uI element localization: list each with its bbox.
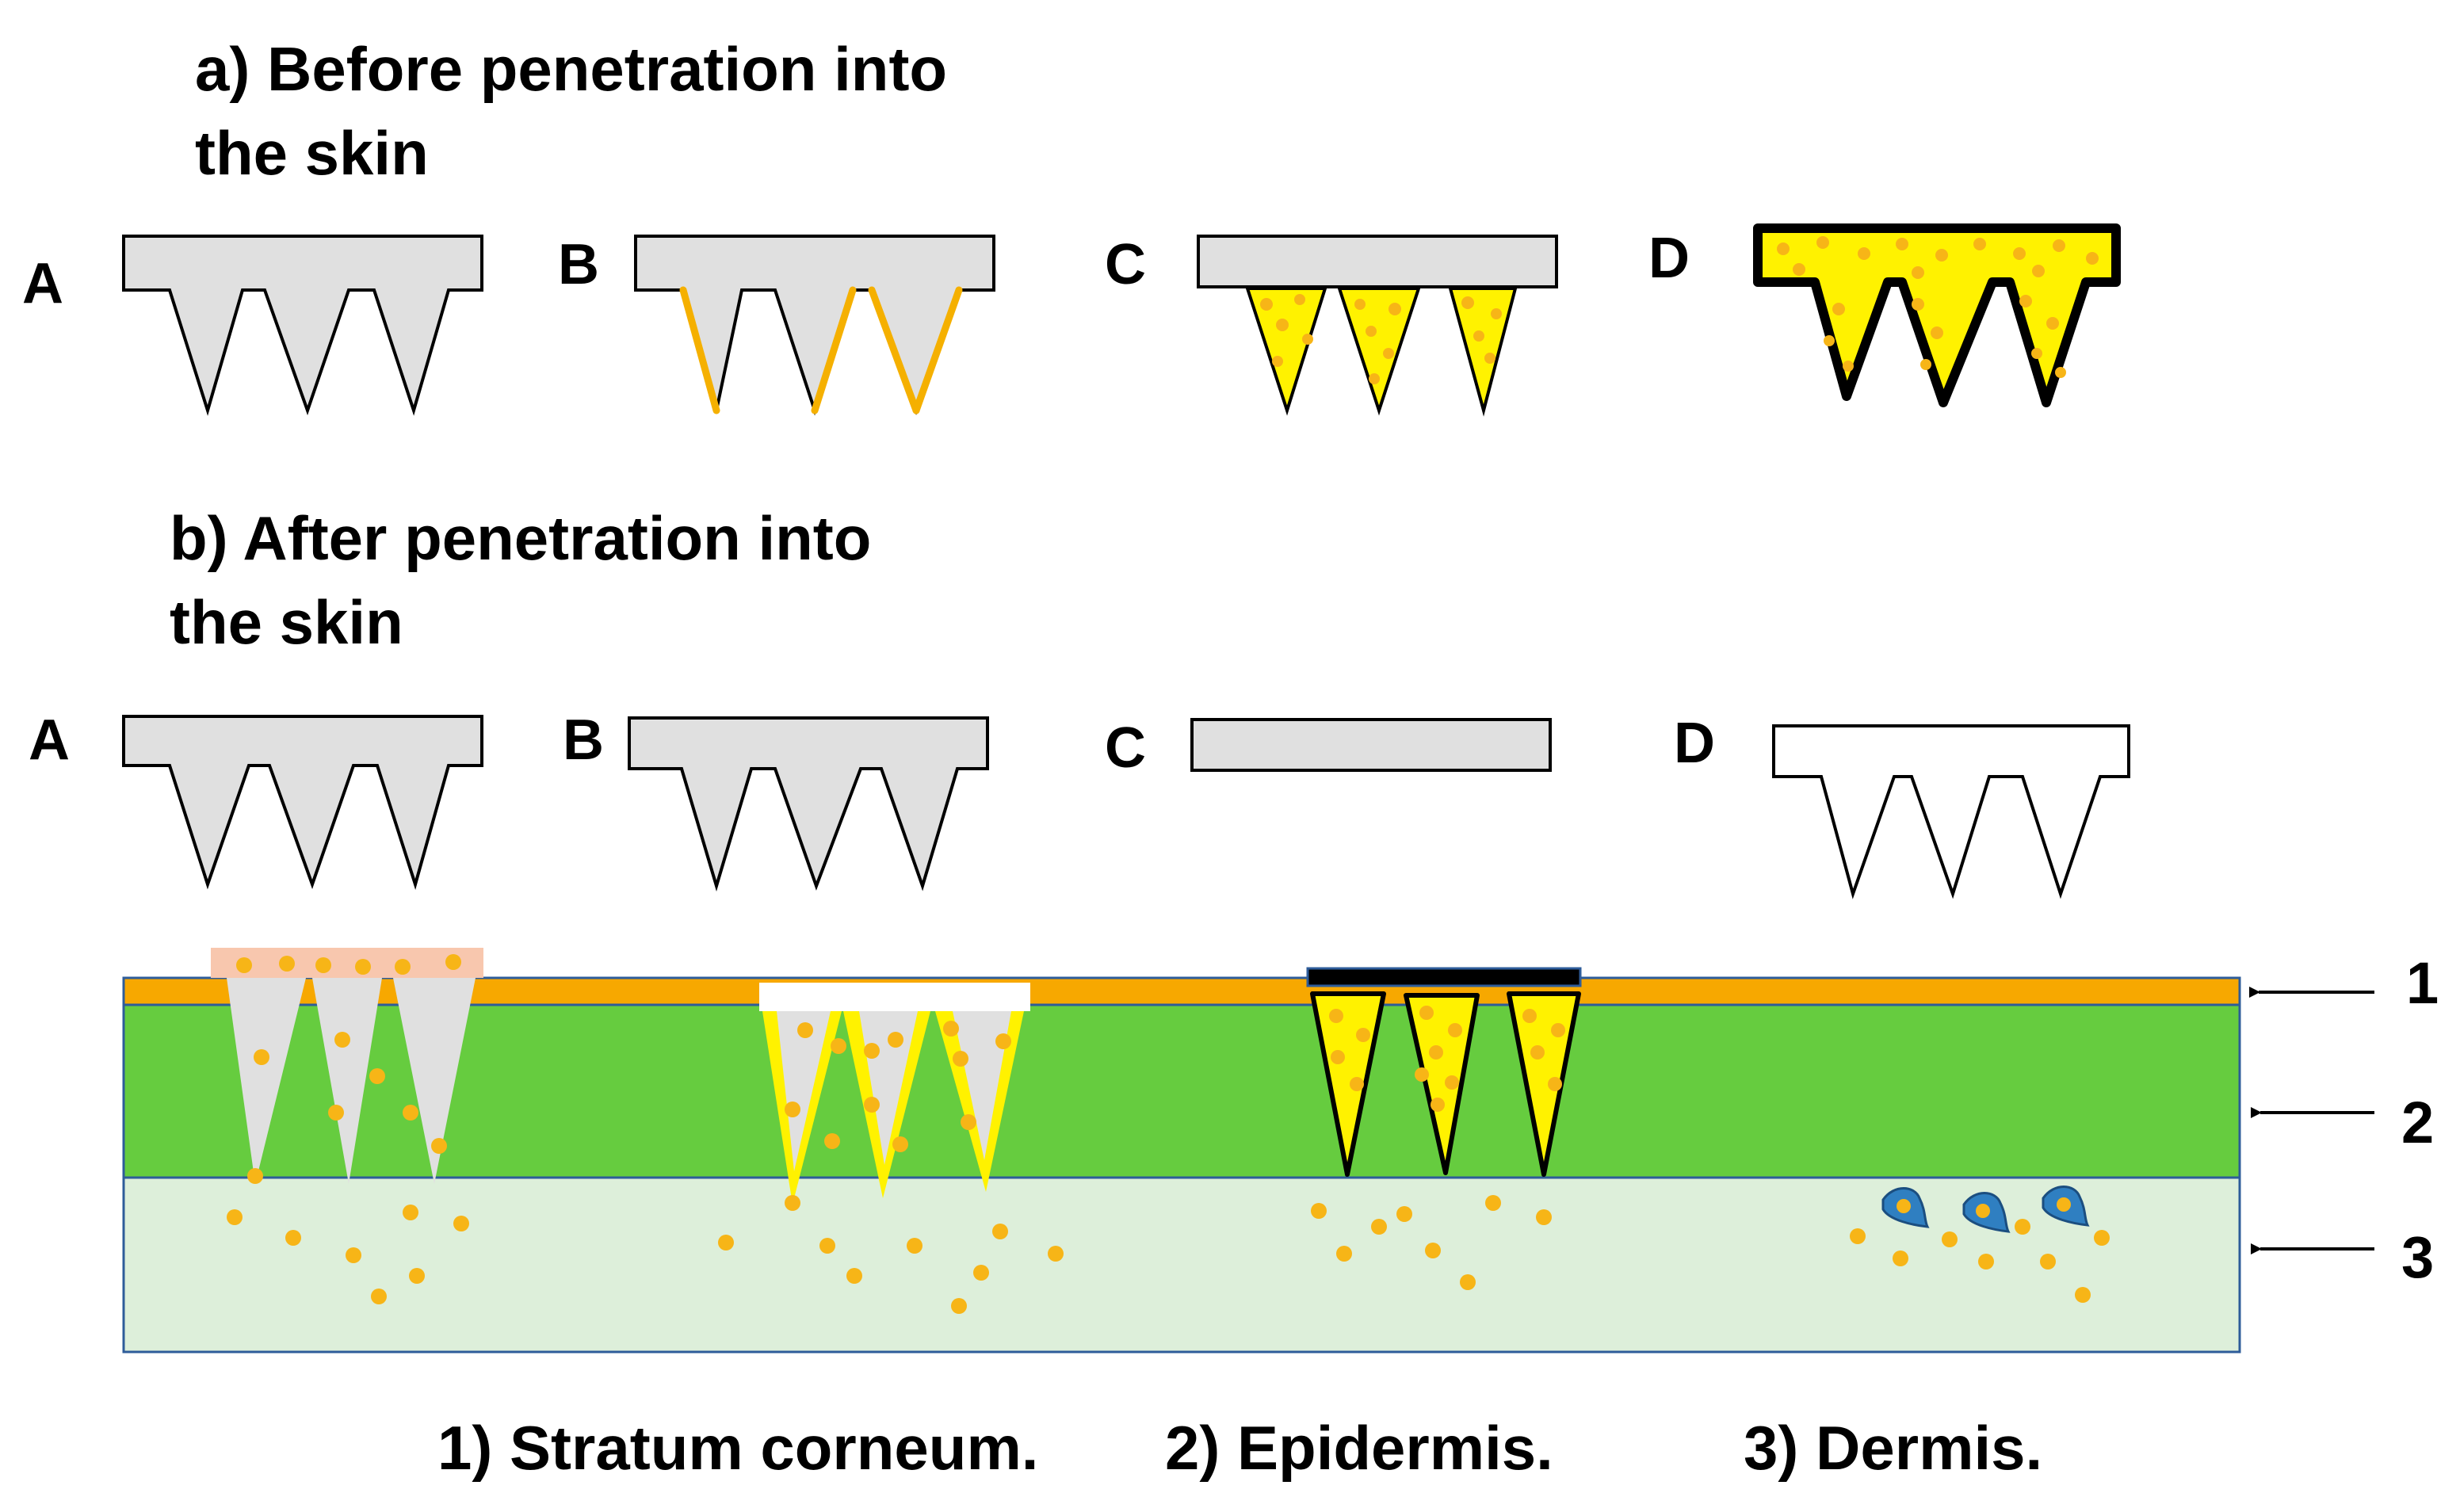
label-bottom-b: B	[563, 708, 604, 772]
title-before-penetration: a) Before penetration into the skin	[195, 34, 948, 188]
label-top-c: C	[1105, 233, 1146, 296]
bottom-a-solid-microneedle	[122, 715, 483, 890]
label-bottom-d: D	[1674, 712, 1715, 775]
layer-number-1: 1	[2406, 950, 2439, 1016]
layer-arrows	[2249, 987, 2374, 1254]
bottom-c-dissolved-patch	[1190, 718, 1552, 772]
caption-stratum-corneum: 1) Stratum corneum.	[437, 1413, 1039, 1483]
layer-number-2: 2	[2401, 1090, 2435, 1155]
skin-d-antigen-uptake	[1850, 1186, 2110, 1303]
label-bottom-a: A	[29, 708, 70, 772]
top-c-dissolving-microneedle	[1197, 235, 1558, 417]
label-top-d: D	[1648, 227, 1690, 290]
bottom-d-hydrogel-microneedle	[1772, 724, 2130, 899]
top-a-solid-microneedle	[122, 235, 483, 416]
epidermis-layer	[122, 1003, 2241, 1179]
stratum-corneum-layer	[122, 976, 2241, 1006]
caption-epidermis: 2) Epidermis.	[1165, 1413, 1553, 1483]
skin-c-dissolving-needles	[1306, 967, 1582, 1290]
label-top-b: B	[558, 233, 599, 296]
bottom-b-coated-microneedle	[628, 716, 989, 892]
top-d-hydrogel-microneedle	[1753, 223, 2121, 407]
label-top-a: A	[22, 252, 63, 315]
layer-number-3: 3	[2401, 1224, 2435, 1290]
title-after-penetration: b) After penetration into the skin	[170, 503, 872, 657]
caption-dermis: 3) Dermis.	[1744, 1413, 2043, 1483]
skin-b-coated-needles	[718, 983, 1064, 1314]
label-bottom-c: C	[1105, 716, 1146, 780]
skin-a-microchannels	[211, 948, 483, 1304]
top-b-coated-microneedle	[634, 235, 995, 416]
